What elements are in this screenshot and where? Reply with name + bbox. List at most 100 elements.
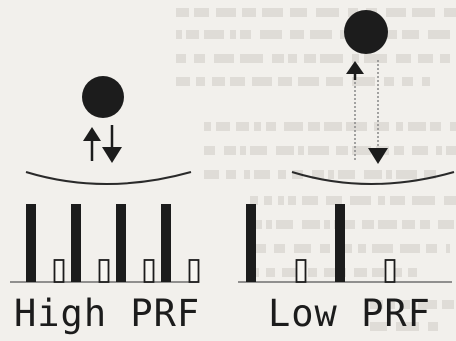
faded-text-fragment	[426, 244, 437, 253]
faded-text-fragment	[320, 54, 343, 63]
faded-text-fragment	[254, 170, 270, 179]
faded-text-fragment	[302, 220, 320, 229]
faded-text-fragment	[394, 146, 404, 155]
up-arrow-icon	[346, 61, 364, 80]
faded-text-fragment	[316, 8, 339, 17]
high-prf-label: High PRF	[14, 292, 201, 335]
faded-text-fragment	[266, 220, 272, 229]
faded-text-fragment	[298, 77, 319, 86]
emitted-pulse-bar	[335, 204, 345, 282]
faded-text-fragment	[348, 8, 358, 17]
faded-text-fragment	[298, 146, 304, 155]
faded-text-fragment	[350, 196, 371, 205]
faded-text-fragment	[428, 322, 438, 331]
faded-text-fragment	[214, 54, 234, 63]
faded-text-fragment	[396, 170, 417, 179]
faded-text-fragment	[250, 146, 267, 155]
faded-text-fragment	[224, 146, 236, 155]
faded-text-fragment	[304, 54, 316, 63]
faded-text-fragment	[402, 30, 419, 39]
faded-text-fragment	[378, 220, 397, 229]
faded-text-fragment	[446, 146, 456, 155]
down-arrow-icon	[102, 125, 122, 163]
faded-text-fragment	[444, 8, 456, 17]
faded-text-fragment	[358, 244, 366, 253]
faded-text-fragment	[430, 122, 441, 131]
emitted-pulse-bar	[71, 204, 81, 282]
faded-text-fragment	[412, 196, 435, 205]
faded-text-fragment	[294, 244, 311, 253]
echo-pulse-bar	[53, 259, 65, 283]
faded-text-fragment	[352, 146, 371, 155]
faded-text-fragment	[308, 268, 317, 277]
low-prf-label: Low PRF	[268, 292, 431, 335]
faded-text-fragment	[370, 300, 383, 309]
faded-text-fragment	[420, 220, 430, 229]
faded-text-fragment	[384, 77, 394, 86]
faded-text-fragment	[226, 170, 236, 179]
faded-text-fragment	[372, 268, 384, 277]
echo-pulse-bar	[295, 259, 307, 283]
faded-text-fragment	[204, 30, 224, 39]
faded-text-fragment	[278, 170, 286, 179]
faded-text-fragment	[446, 244, 450, 253]
faded-text-fragment	[402, 77, 413, 86]
faded-text-fragment	[370, 322, 387, 331]
faded-text-fragment	[440, 54, 450, 63]
faded-text-fragment	[412, 8, 435, 17]
reflector-ball-icon	[344, 10, 388, 54]
faded-text-fragment	[308, 122, 320, 131]
faded-text-fragment	[236, 122, 249, 131]
echo-pulse-bar	[188, 259, 200, 283]
faded-text-fragment	[276, 220, 293, 229]
faded-text-fragment	[450, 122, 456, 131]
faded-text-fragment	[194, 8, 209, 17]
faded-text-fragment	[396, 122, 403, 131]
faded-text-fragment	[364, 54, 387, 63]
reflector-ball-icon	[82, 76, 124, 118]
emitted-pulse-bar	[116, 204, 126, 282]
down-arrow-icon	[368, 148, 388, 164]
faded-text-fragment	[328, 170, 334, 179]
faded-text-fragment	[288, 54, 297, 63]
faded-text-fragment	[194, 54, 205, 63]
faded-text-fragment	[408, 122, 426, 131]
faded-text-fragment	[428, 30, 450, 39]
faded-text-fragment	[290, 30, 304, 39]
faded-text-fragment	[212, 77, 225, 86]
faded-text-fragment	[386, 8, 406, 17]
faded-text-fragment	[390, 196, 405, 205]
faded-text-fragment	[252, 77, 272, 86]
faded-text-fragment	[418, 300, 437, 309]
low-prf-panel	[238, 10, 455, 283]
faded-text-fragment	[274, 244, 285, 253]
faded-text-fragment	[374, 122, 389, 131]
faded-text-fragment	[216, 8, 236, 17]
high-prf-panel	[10, 76, 200, 283]
faded-text-fragment	[418, 54, 433, 63]
faded-text-fragment	[378, 196, 385, 205]
faded-text-fragment	[266, 122, 276, 131]
faded-text-fragment	[324, 122, 342, 131]
emitted-pulse-bar	[161, 204, 171, 282]
faded-text-fragment	[402, 220, 415, 229]
faded-text-fragment	[244, 170, 250, 179]
echo-pulse-bar	[384, 259, 396, 283]
faded-text-fragment	[424, 170, 436, 179]
faded-text-fragment	[338, 170, 355, 179]
faded-text-fragment	[284, 122, 303, 131]
low-prf-pulse-chart	[238, 204, 452, 283]
faded-text-fragment	[230, 30, 236, 39]
faded-text-fragment	[352, 77, 375, 86]
faded-text-fragment	[320, 244, 330, 253]
faded-text-fragment	[346, 122, 367, 131]
faded-text-fragment	[438, 220, 454, 229]
faded-text-fragment	[408, 268, 417, 277]
faded-text-fragment	[240, 30, 251, 39]
faded-text-fragment	[204, 170, 219, 179]
faded-text-fragment	[396, 54, 411, 63]
faded-text-fragment	[250, 244, 266, 253]
faded-text-fragment	[176, 8, 189, 17]
faded-text-fragment	[324, 220, 330, 229]
faded-text-fragment	[230, 77, 245, 86]
